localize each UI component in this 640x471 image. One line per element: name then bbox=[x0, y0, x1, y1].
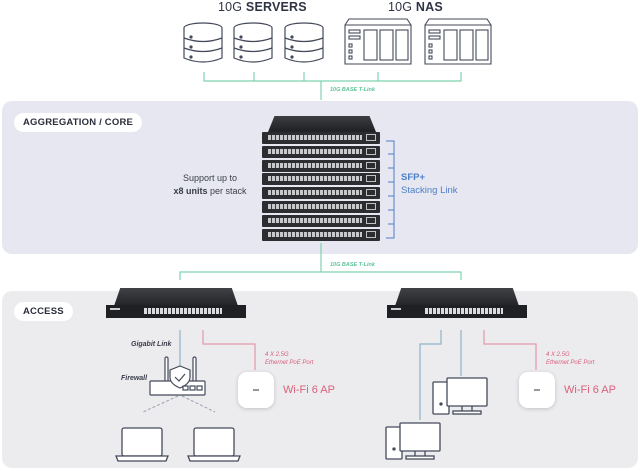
stack-text-line2: x8 units per stack bbox=[160, 185, 260, 198]
switch-top-cover bbox=[114, 288, 238, 306]
laptop-icon bbox=[187, 427, 241, 462]
wifi-ap-right bbox=[519, 372, 555, 408]
client-link-line-1 bbox=[419, 330, 442, 420]
stack-text-bold: x8 units bbox=[173, 186, 208, 196]
nas-title: 10G NAS bbox=[388, 0, 443, 14]
wifi-ap-left bbox=[238, 372, 274, 408]
ap-led-icon bbox=[534, 389, 540, 391]
stack-switch-unit bbox=[262, 228, 380, 241]
switch-ports bbox=[268, 162, 362, 168]
access-switch-left bbox=[106, 288, 246, 328]
switch-ports bbox=[268, 190, 362, 196]
stack-switch-unit bbox=[262, 187, 380, 200]
access-label: ACCESS bbox=[14, 302, 73, 321]
stack-text-line1: Support up to bbox=[182, 173, 238, 183]
aggregation-label: AGGREGATION / CORE bbox=[14, 113, 143, 132]
poe-link-line-right bbox=[483, 330, 537, 370]
stack-switch-unit bbox=[262, 132, 380, 144]
sfp-label-rest: Stacking Link bbox=[401, 185, 458, 196]
switch-ports bbox=[268, 135, 362, 140]
stack-switch-unit bbox=[262, 159, 380, 172]
stack-switch-unit bbox=[262, 145, 380, 158]
servers-title-bold: SERVERS bbox=[245, 0, 307, 14]
desktop-icon bbox=[432, 377, 488, 415]
poe-port-label-left: 4 X 2.5G Ethernet PoE Port bbox=[265, 351, 313, 367]
sfp-stacking-label: SFP+ Stacking Link bbox=[401, 171, 458, 197]
nas-title-prefix: 10G bbox=[388, 0, 416, 14]
downlink-label: 10G BASE T-Link bbox=[330, 262, 375, 268]
sfp-port bbox=[366, 161, 376, 169]
firewall-client-lines bbox=[142, 395, 216, 413]
poe-label-line1: 4 X 2.5G bbox=[546, 352, 570, 358]
nas-icon bbox=[344, 18, 412, 65]
sfp-port bbox=[366, 134, 376, 141]
wifi-ap-label-left: Wi-Fi 6 AP bbox=[283, 384, 335, 396]
poe-label-line1: 4 X 2.5G bbox=[265, 352, 289, 358]
stack-switch-unit bbox=[262, 201, 380, 213]
top-uplink-label: 10G BASE T-Link bbox=[330, 87, 375, 93]
sfp-port bbox=[366, 230, 376, 238]
switch-ports bbox=[268, 204, 362, 209]
sfp-port bbox=[366, 175, 376, 183]
top-devices-diagram bbox=[183, 18, 492, 100]
poe-port-label-right: 4 X 2.5G Ethernet PoE Port bbox=[546, 351, 594, 367]
sfp-port bbox=[366, 147, 376, 155]
poe-label-line2: Ethernet PoE Port bbox=[265, 360, 314, 366]
switch-ports bbox=[425, 308, 503, 314]
stack-switch-unit bbox=[262, 173, 380, 186]
firewall-label: Firewall bbox=[121, 375, 148, 382]
stacking-link-bracket bbox=[386, 140, 395, 239]
laptop-icon bbox=[115, 427, 169, 462]
nas-title-bold: NAS bbox=[415, 0, 443, 14]
stack-switch-unit bbox=[262, 214, 380, 227]
switch-ports bbox=[268, 148, 362, 154]
downlink-lines bbox=[179, 243, 462, 280]
top-uplink-lines bbox=[203, 72, 462, 100]
poe-link-line-left bbox=[202, 330, 256, 370]
nas-icon bbox=[424, 18, 492, 65]
servers-title-prefix: 10G bbox=[218, 0, 246, 14]
stack-top-cover bbox=[268, 116, 376, 132]
dlink-logo bbox=[110, 308, 120, 310]
switch-front-panel bbox=[387, 305, 527, 318]
stack-capacity-text: Support up to x8 units per stack bbox=[160, 172, 260, 198]
desktop-icon bbox=[385, 422, 441, 460]
stack-text-rest: per stack bbox=[207, 186, 247, 196]
switch-ports bbox=[268, 176, 362, 182]
switch-ports bbox=[144, 308, 222, 314]
server-icon bbox=[183, 22, 223, 63]
server-icon bbox=[233, 22, 273, 63]
gigabit-link-label: Gigabit Link bbox=[131, 341, 172, 348]
wifi-ap-label-right: Wi-Fi 6 AP bbox=[564, 384, 616, 396]
switch-stack bbox=[262, 116, 380, 243]
access-diagram bbox=[115, 330, 537, 462]
sfp-label-bold: SFP+ bbox=[401, 172, 426, 183]
access-switch-right bbox=[387, 288, 527, 328]
dlink-logo bbox=[391, 308, 401, 310]
switch-ports bbox=[268, 217, 362, 223]
servers-title: 10G SERVERS bbox=[218, 0, 307, 14]
sfp-port bbox=[366, 203, 376, 210]
sfp-port bbox=[366, 216, 376, 224]
switch-front-panel bbox=[106, 305, 246, 318]
ap-led-icon bbox=[253, 389, 259, 391]
sfp-port bbox=[366, 189, 376, 197]
switch-ports bbox=[268, 231, 362, 237]
server-icon bbox=[284, 22, 324, 63]
poe-label-line2: Ethernet PoE Port bbox=[546, 360, 595, 366]
firewall-router-icon bbox=[149, 356, 206, 396]
switch-top-cover bbox=[395, 288, 519, 306]
